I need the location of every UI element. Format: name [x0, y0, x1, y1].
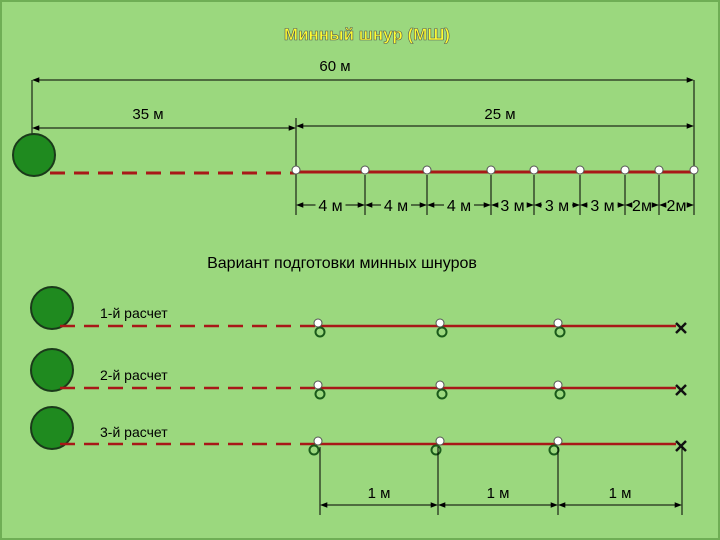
cord-ring: [554, 326, 566, 338]
segment-label: 3 м: [500, 198, 524, 215]
segment-label: 4 м: [447, 198, 471, 215]
segment-label: 4 м: [384, 198, 408, 215]
cord-knot: [654, 165, 664, 175]
cord-knot: [486, 165, 496, 175]
charge-circle-main: [12, 133, 56, 177]
cord-ring: [436, 388, 448, 400]
cord-ring: [554, 388, 566, 400]
cord-knot: [553, 436, 563, 446]
cord-knot: [620, 165, 630, 175]
crew-label: 2-й расчет: [100, 367, 168, 383]
crew-row: 3-й расчет: [30, 406, 687, 456]
cord-knot: [313, 380, 323, 390]
cord-knot: [575, 165, 585, 175]
cord-knot: [435, 318, 445, 328]
charge-circle: [30, 406, 74, 450]
cord-ring: [436, 326, 448, 338]
label-25m: 25 м: [484, 106, 515, 123]
segment-label: 3 м: [545, 198, 569, 215]
subtitle: Вариант подготовки минных шнуров: [207, 255, 477, 272]
segment-label: 3 м: [590, 198, 614, 215]
cord-knot: [689, 165, 699, 175]
label-35m: 35 м: [132, 106, 163, 123]
crew-label: 1-й расчет: [100, 305, 168, 321]
crew-row: 2-й расчет: [30, 348, 687, 400]
crew-row: 1-й расчет: [30, 286, 687, 338]
cord-end-mark: [675, 384, 687, 396]
label-60m: 60 м: [319, 58, 350, 75]
cord-knot: [553, 380, 563, 390]
cord-knot: [435, 380, 445, 390]
cord-end-mark: [675, 322, 687, 334]
cord-knot: [529, 165, 539, 175]
cord-knot: [553, 318, 563, 328]
cord-knot: [360, 165, 370, 175]
spacing-label: 1 м: [487, 485, 510, 502]
charge-circle: [30, 286, 74, 330]
cord-knot: [291, 165, 301, 175]
cord-knots: [291, 165, 699, 175]
cord-knot: [313, 318, 323, 328]
crew-label: 3-й расчет: [100, 424, 168, 440]
cord-ring: [314, 326, 326, 338]
cord-ring: [308, 444, 320, 456]
cord-ring: [548, 444, 560, 456]
cord-ring: [430, 444, 442, 456]
cord-knot: [435, 436, 445, 446]
segment-label: 4 м: [318, 198, 342, 215]
cord-knot: [313, 436, 323, 446]
spacing-dimensions: 1 м 1 м 1 м: [319, 447, 683, 515]
charge-circle: [30, 348, 74, 392]
cord-knot: [422, 165, 432, 175]
diagram-title: Минный шнур (МШ): [284, 25, 450, 44]
spacing-label: 1 м: [609, 485, 632, 502]
cord-ring: [314, 388, 326, 400]
spacing-label: 1 м: [368, 485, 391, 502]
cord-end-mark: [675, 440, 687, 452]
segment-dimensions: 4 м 4 м 4 м 3 м 3 м 3 м 2м 2м: [295, 175, 695, 215]
segment-label: 2м: [667, 198, 687, 215]
crew-rows: 1-й расчет 2-й расчет 3-й расчет: [30, 286, 687, 456]
segment-label: 2м: [632, 198, 652, 215]
